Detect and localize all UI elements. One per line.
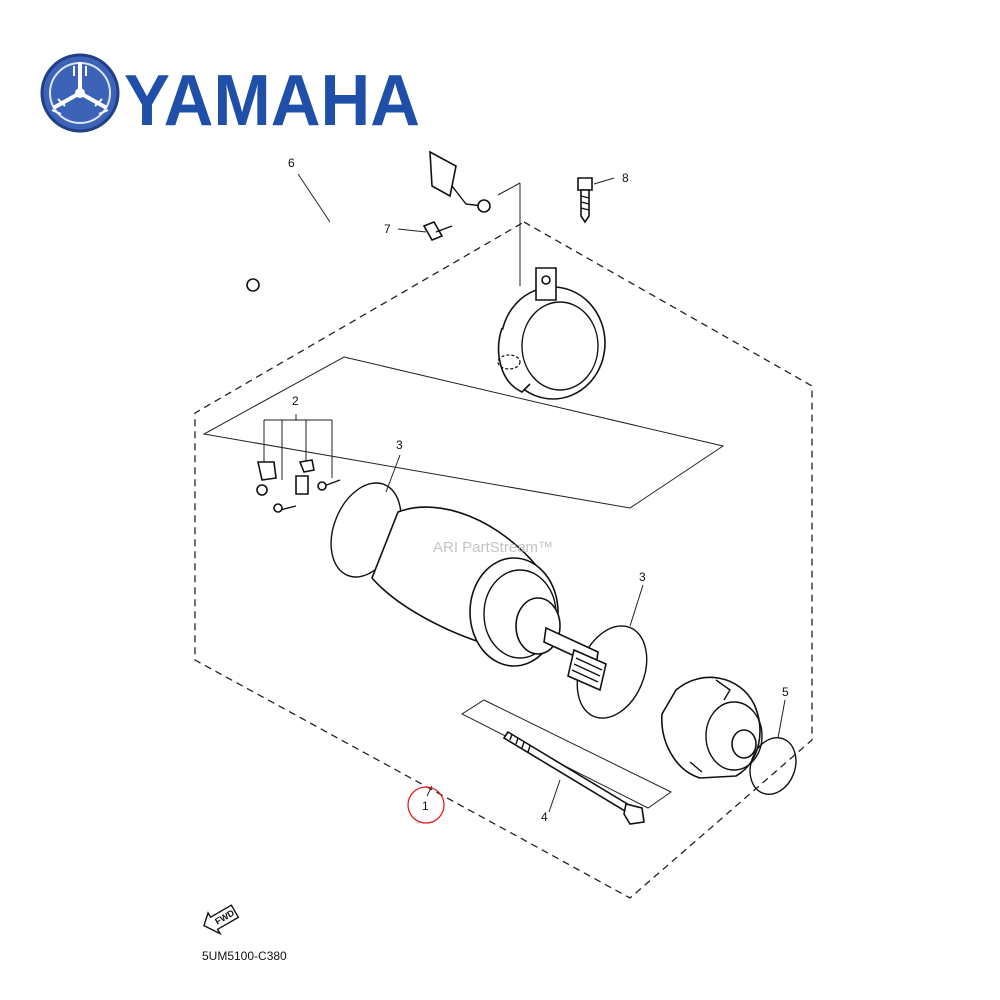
- front-bracket: [661, 676, 763, 779]
- fwd-arrow-icon: FWD: [203, 904, 240, 936]
- bolt-small: [422, 220, 453, 242]
- callout-6[interactable]: 6: [288, 156, 295, 170]
- brand-wordmark: YAMAHA: [124, 61, 420, 141]
- tuning-fork-emblem-icon: [40, 53, 120, 133]
- callout-4[interactable]: 4: [541, 810, 548, 824]
- callout-7[interactable]: 7: [384, 222, 391, 236]
- diagram-code: 5UM5100-C380: [202, 949, 287, 963]
- callout-3-front[interactable]: 3: [639, 570, 646, 584]
- callout-leaders: [297, 173, 786, 813]
- bracket-leader: [497, 182, 521, 286]
- long-screw: [577, 177, 593, 224]
- yoke-armature: [371, 506, 607, 692]
- callout-5[interactable]: 5: [782, 685, 789, 699]
- callout-1-group[interactable]: 1: [407, 785, 445, 824]
- callout-3-rear[interactable]: 3: [396, 438, 403, 452]
- watermark: ARI PartStream™: [433, 539, 553, 556]
- through-bolt: [502, 730, 645, 825]
- end-cover-housing: [497, 267, 606, 400]
- callout-1-highlight: [407, 786, 445, 824]
- callout-8[interactable]: 8: [622, 171, 629, 185]
- fastener-plane: [460, 699, 672, 809]
- callout-1[interactable]: 1: [422, 799, 429, 813]
- lead-wire: [246, 150, 491, 292]
- subassembly-plane-upper: [202, 356, 725, 509]
- brush-set: [256, 414, 341, 513]
- assembly-outline: [194, 221, 813, 899]
- yamaha-logo: YAMAHA: [40, 53, 420, 141]
- callout-2[interactable]: 2: [292, 394, 299, 408]
- o-ring-bracket: [749, 737, 797, 795]
